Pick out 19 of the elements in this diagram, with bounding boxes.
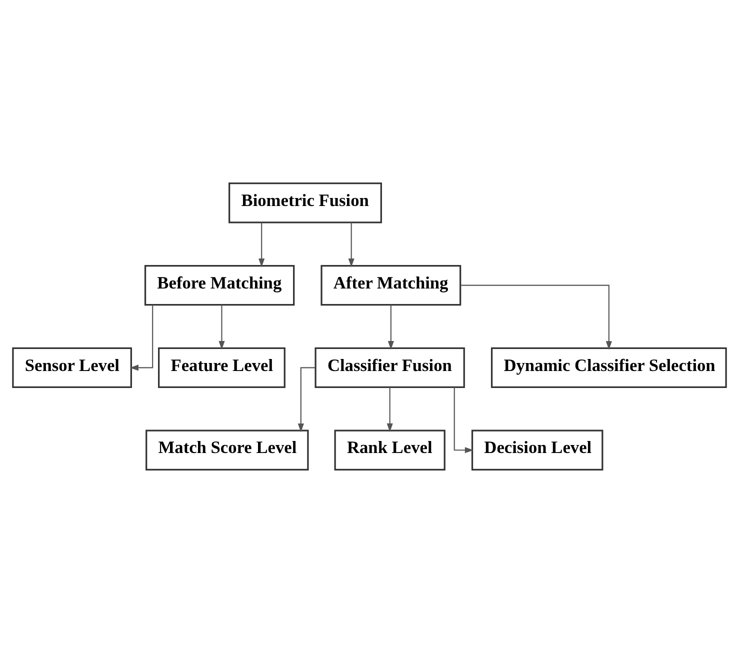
node-box: Classifier Fusion (314, 347, 465, 388)
node-box: Feature Level (158, 347, 286, 388)
node-box: Match Score Level (146, 430, 309, 470)
node-box: Dynamic Classifier Selection (490, 347, 727, 388)
arrow (454, 387, 474, 454)
arrow (130, 304, 154, 371)
arrow (460, 284, 612, 350)
node-box: After Matching (320, 264, 462, 306)
arrow (258, 222, 265, 268)
arrow (348, 222, 354, 268)
arrow (298, 367, 316, 432)
node-box: Biometric Fusion (228, 182, 382, 224)
node-box: Sensor Level (12, 347, 132, 388)
arrow (386, 387, 393, 432)
arrow (388, 304, 394, 350)
arrow (218, 304, 225, 350)
node-box: Rank Level (334, 430, 446, 470)
node-box: Decision Level (471, 430, 604, 470)
node-box: Before Matching (144, 264, 295, 306)
